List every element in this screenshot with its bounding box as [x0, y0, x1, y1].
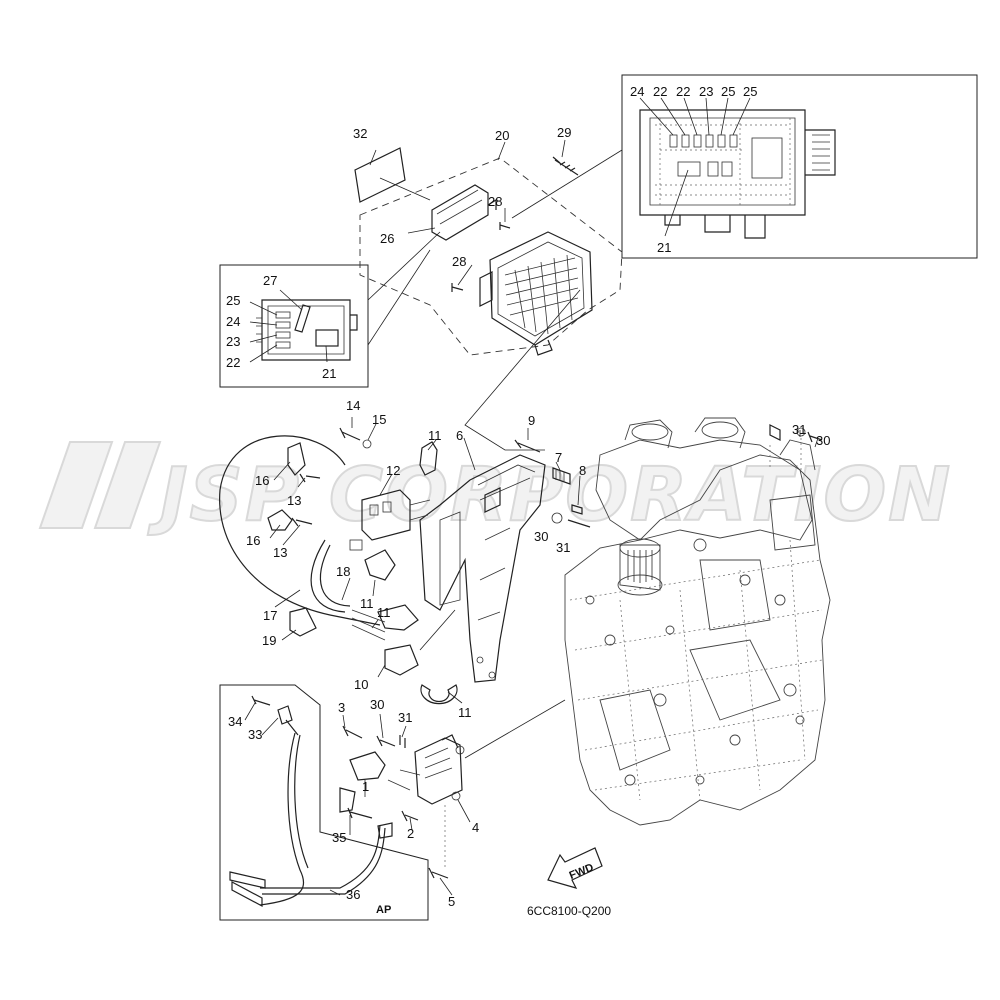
callout-12: 12 [386, 463, 400, 478]
callout-9: 9 [528, 413, 535, 428]
ap-label: AP [376, 904, 391, 916]
inset-upper-label-24: 24 [630, 84, 644, 99]
callout-30b: 30 [370, 697, 384, 712]
fwd-label: FWD [568, 862, 596, 883]
watermark-logo: JSP CORPORATION [38, 441, 952, 539]
callout-33: 33 [248, 727, 262, 742]
inset-upper-label-22b: 22 [676, 84, 690, 99]
engine-fasteners [769, 424, 823, 470]
inset-upper-label-22a: 22 [653, 84, 667, 99]
callout-15: 15 [372, 412, 386, 427]
callout-11d: 11 [458, 705, 472, 720]
callout-31b: 31 [398, 710, 412, 725]
callout-30c: 30 [816, 433, 830, 448]
callout-4: 4 [472, 820, 479, 835]
starter-relay-assembly [342, 699, 566, 896]
callout-17: 17 [263, 608, 277, 623]
callout-31c: 31 [792, 422, 806, 437]
callout-1: 1 [362, 779, 369, 794]
callout-19: 19 [262, 633, 276, 648]
callout-34: 34 [228, 714, 242, 729]
inset-upper-label-25b: 25 [743, 84, 757, 99]
callout-11c: 11 [377, 605, 391, 620]
bracket-assembly [339, 289, 591, 705]
callout-11b: 11 [360, 596, 374, 611]
callout-28a: 28 [488, 194, 502, 209]
callout-36: 36 [346, 887, 360, 902]
callout-6: 6 [456, 428, 463, 443]
watermark-text: JSP CORPORATION [147, 452, 952, 538]
callout-13b: 13 [273, 545, 287, 560]
callout-11a: 11 [428, 428, 442, 443]
ecm-assembly [354, 139, 623, 356]
engine-block [564, 417, 831, 826]
callout-numbers: 1 2 3 4 5 6 7 8 9 10 11 11 11 11 12 13 1… [228, 125, 830, 909]
wire-harness [219, 435, 386, 641]
callout-32: 32 [353, 126, 367, 141]
callout-29: 29 [557, 125, 571, 140]
callout-30a: 30 [534, 529, 548, 544]
callout-35: 35 [332, 830, 346, 845]
callout-10: 10 [354, 677, 368, 692]
inset-upper-label-21: 21 [657, 240, 671, 255]
inset-left-label-24: 24 [226, 314, 240, 329]
callout-28b: 28 [452, 254, 466, 269]
callout-3: 3 [338, 700, 345, 715]
callout-26: 26 [380, 231, 394, 246]
inset-left-label-22: 22 [226, 355, 240, 370]
fuse-cover-inset: 27 25 24 23 22 21 [219, 264, 369, 388]
inset-left-label-27: 27 [263, 273, 277, 288]
callout-8: 8 [579, 463, 586, 478]
fwd-arrow: FWD [547, 847, 603, 889]
callout-14: 14 [346, 398, 360, 413]
inset-left-label-23: 23 [226, 334, 240, 349]
inset-upper-label-23: 23 [699, 84, 713, 99]
callout-16a: 16 [255, 473, 269, 488]
inset-left-label-21: 21 [322, 366, 336, 381]
inset-left-label-25: 25 [226, 293, 240, 308]
callout-20: 20 [495, 128, 509, 143]
diagram-code: 6CC8100-Q200 [527, 904, 611, 918]
callout-7: 7 [555, 450, 562, 465]
callout-16b: 16 [246, 533, 260, 548]
callout-5: 5 [448, 894, 455, 909]
callout-18: 18 [336, 564, 350, 579]
callout-31a: 31 [556, 540, 570, 555]
ap-inset: AP [219, 684, 429, 921]
ecm-detail-inset: 24 22 22 23 25 25 21 [621, 74, 978, 259]
callout-2: 2 [407, 826, 414, 841]
callout-13a: 13 [287, 493, 301, 508]
inset-upper-label-25a: 25 [721, 84, 735, 99]
